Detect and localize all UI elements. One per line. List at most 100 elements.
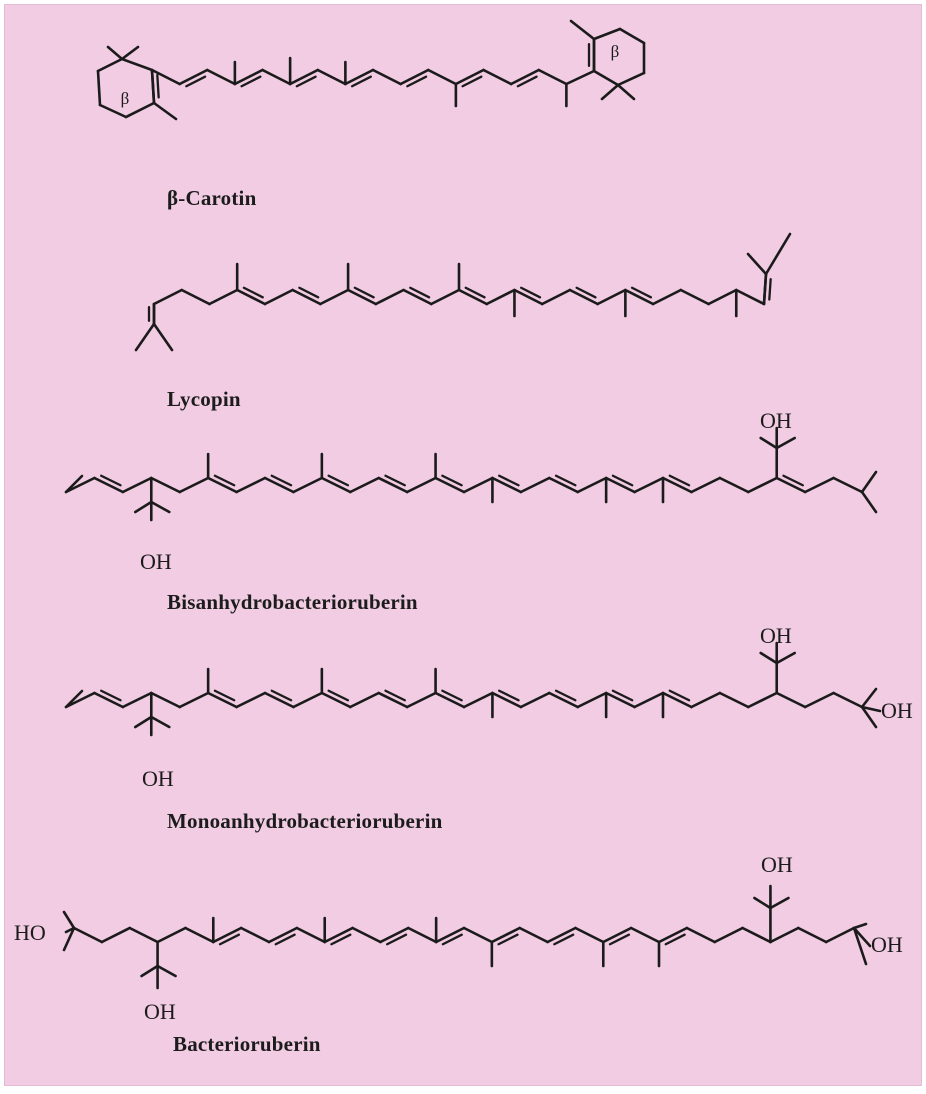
single-bond [121,691,153,709]
single-bond [462,691,494,709]
single-bond [775,476,807,494]
single-bond [149,476,182,494]
single-bond [629,926,661,944]
single-bond [288,68,320,86]
single-bond [618,27,646,45]
single-bond [661,476,693,494]
double-bond-line [100,474,122,487]
single-bond [291,288,322,306]
double-bond-line [441,933,463,946]
single-bond [178,476,210,494]
double-bond-line [213,474,236,487]
single-bond [852,926,868,966]
single-bond [120,45,140,61]
single-bond [344,68,375,86]
single-bond [734,288,766,306]
double-bond-line [554,689,577,702]
single-bond [348,476,381,494]
single-bond [261,68,292,86]
single-bond [657,926,689,944]
single-bond [348,691,381,709]
single-bond [592,27,622,41]
single-bond [235,476,267,494]
beta-carotin-structure: β β [96,19,646,121]
single-bond [346,288,378,306]
single-bond [762,272,768,306]
single-bond [596,288,627,306]
single-bond [184,926,215,944]
single-bond [64,474,84,494]
single-bond [208,288,239,306]
single-bond [263,476,295,494]
single-bond [759,436,779,450]
single-bond [62,910,76,930]
single-bond [491,691,523,709]
double-bond-line [213,689,236,702]
single-bond [860,705,882,713]
double-bond-line [553,933,575,946]
single-bond [601,926,633,944]
single-bond [759,651,779,665]
single-bond [402,288,433,306]
double-bond-line [519,286,542,299]
single-bond [661,691,693,709]
double-bond-line [330,933,352,946]
single-bond [540,288,572,306]
single-bond [707,288,738,306]
double-bond-line [240,75,262,88]
hydroxyl-label-top: OH [761,852,793,877]
double-bond-line [461,75,483,88]
single-bond [775,436,797,450]
double-bond-line [100,689,122,702]
single-bond [98,103,128,119]
single-bond [206,476,238,494]
single-bond [592,69,620,87]
single-bond [462,926,494,944]
single-bond [546,926,577,944]
double-bond-line [441,474,463,487]
double-bond-line [498,689,520,702]
single-bond [713,926,744,944]
single-bond [374,288,405,306]
double-bond-line [353,286,375,299]
single-bond [72,926,104,944]
double-bond-line [218,933,241,946]
single-bond [100,926,132,944]
single-bond [180,288,211,306]
single-bond [62,926,76,952]
single-bond [852,922,868,930]
double-bond-line [611,474,634,487]
single-bond [513,288,544,306]
single-bond [120,57,154,72]
single-bond [205,68,237,86]
single-bond [211,926,243,944]
single-bond [399,68,430,86]
single-bond [718,476,750,494]
single-bond [775,651,797,665]
single-bond [569,19,596,41]
single-bond [235,288,267,306]
hydroxyl-label-bottom: OH [144,999,176,1024]
single-bond [292,476,324,494]
double-bond-line [575,286,597,299]
single-bond [156,926,187,944]
single-bond [426,68,458,86]
single-bond [852,926,872,948]
single-bond [351,926,382,944]
double-bond-line [156,73,160,99]
double-bond-line [554,474,577,487]
hydroxyl-label-end: OH [881,698,913,723]
monoanhydrobacterioruberin-structure: OH OH OH [64,623,913,791]
single-bond [121,476,153,494]
single-bond [64,476,96,494]
single-bond [152,288,184,306]
double-bond-line [384,689,406,702]
single-bond [156,964,177,978]
single-bond [604,476,636,494]
single-bond [624,288,655,306]
single-bond [292,691,324,709]
single-bond [206,691,238,709]
single-bond [235,691,267,709]
single-bond [149,715,171,729]
single-bond [547,476,580,494]
